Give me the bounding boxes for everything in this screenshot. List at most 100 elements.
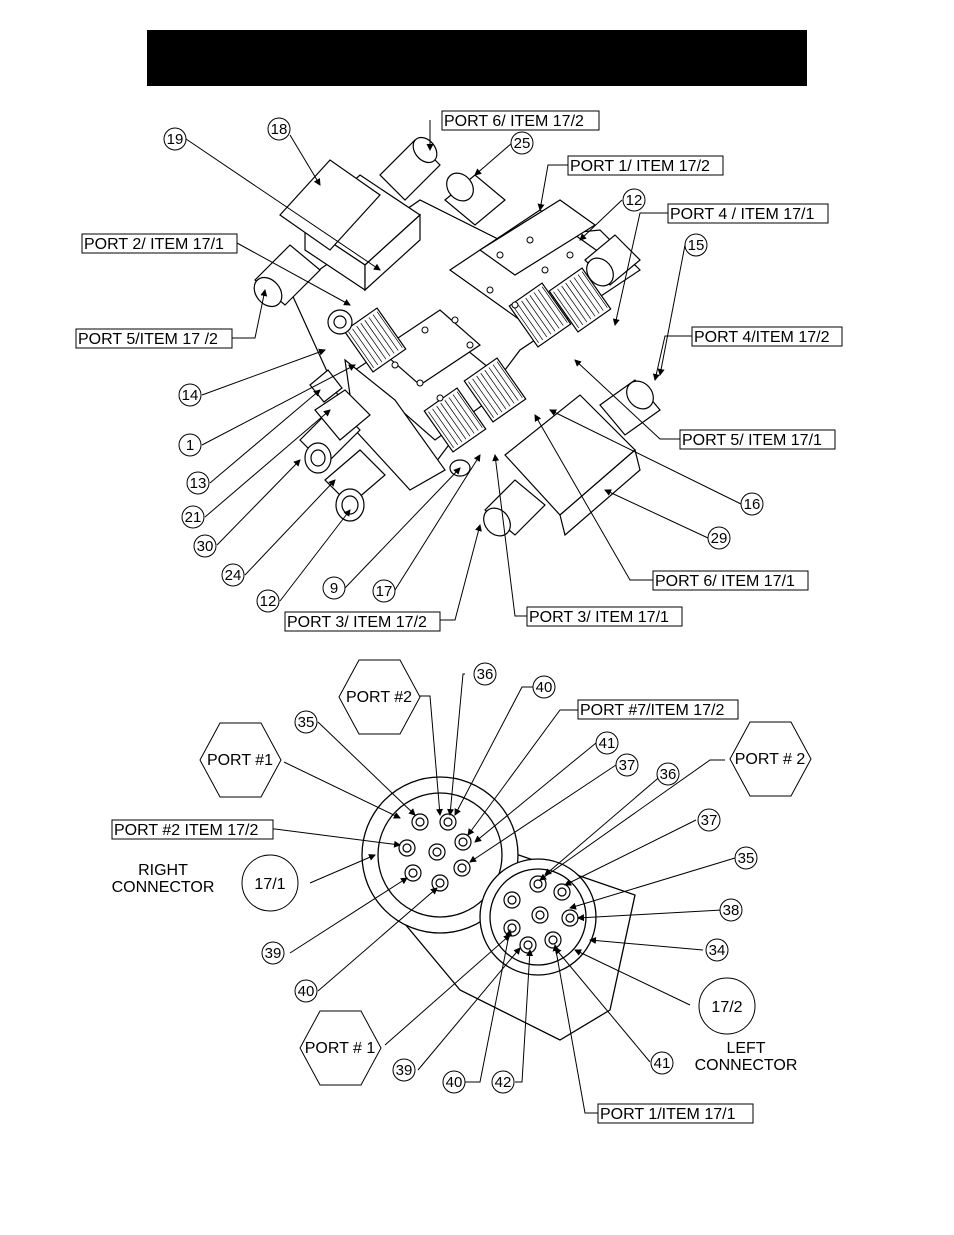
solenoid-coil-right <box>584 234 641 287</box>
balloon-38: 38 <box>719 898 743 922</box>
svg-text:12: 12 <box>626 192 643 209</box>
svg-text:24: 24 <box>225 567 242 584</box>
fitting-24 <box>324 449 386 522</box>
svg-text:PORT 6/ ITEM 17/2: PORT 6/ ITEM 17/2 <box>444 113 584 130</box>
label-port1-item171: PORT 1/ITEM 17/1 <box>597 1103 754 1124</box>
svg-text:17/1: 17/1 <box>254 876 285 893</box>
fitting-14 <box>327 309 353 335</box>
balloon-30: 30 <box>193 534 217 558</box>
svg-text:PORT # 2: PORT # 2 <box>735 751 806 768</box>
hex-port1-bottom: PORT # 1 <box>299 1010 382 1086</box>
label-port2-item171: PORT 2/ ITEM 17/1 <box>81 233 238 254</box>
balloon-40: 40 <box>532 675 556 699</box>
svg-text:35: 35 <box>298 714 315 731</box>
balloon-17: 17 <box>372 579 396 603</box>
balloon-39: 39 <box>261 941 285 965</box>
balloon-13: 13 <box>186 471 210 495</box>
label-port3-item172: PORT 3/ ITEM 17/2 <box>284 611 441 632</box>
balloon-42: 42 <box>491 1070 515 1094</box>
svg-text:PORT 5/ ITEM 17/1: PORT 5/ ITEM 17/1 <box>682 432 822 449</box>
balloon-41b: 41 <box>650 1051 674 1075</box>
solenoid-coil-15 <box>599 379 661 436</box>
svg-text:PORT 4 / ITEM 17/1: PORT 4 / ITEM 17/1 <box>670 206 814 223</box>
balloon-9: 9 <box>322 576 346 600</box>
svg-text:PORT #1: PORT #1 <box>207 752 273 769</box>
svg-text:PORT 3/ ITEM 17/1: PORT 3/ ITEM 17/1 <box>529 609 669 626</box>
svg-text:12: 12 <box>260 593 277 610</box>
svg-text:18: 18 <box>271 121 288 138</box>
label-port1-item172: PORT 1/ ITEM 17/2 <box>567 155 724 176</box>
svg-text:35: 35 <box>738 850 755 867</box>
svg-text:17: 17 <box>376 583 393 600</box>
svg-text:41: 41 <box>654 1055 671 1072</box>
svg-text:36: 36 <box>477 666 494 683</box>
svg-text:PORT #2 ITEM 17/2: PORT #2 ITEM 17/2 <box>114 822 258 839</box>
balloon-40b: 40 <box>294 979 318 1003</box>
svg-text:40: 40 <box>298 983 315 1000</box>
balloon-19: 19 <box>163 127 187 151</box>
svg-text:1: 1 <box>186 437 194 454</box>
adjuster-e <box>548 267 612 333</box>
svg-text:19: 19 <box>167 131 184 148</box>
connector-badges: 17/1 17/2 RIGHT CONNECTOR LEFT CONNECTOR <box>112 854 798 1074</box>
svg-text:17/2: 17/2 <box>711 999 742 1016</box>
label-port2-item-172: PORT #2 ITEM 17/2 <box>111 819 274 840</box>
svg-text:29: 29 <box>711 530 728 547</box>
svg-text:15: 15 <box>688 237 705 254</box>
balloon-35b: 35 <box>734 846 758 870</box>
valve-assembly <box>253 136 661 537</box>
svg-text:PORT #7/ITEM 17/2: PORT #7/ITEM 17/2 <box>580 702 724 719</box>
svg-text:PORT #2: PORT #2 <box>346 689 412 706</box>
svg-text:PORT 1/ ITEM 17/2: PORT 1/ ITEM 17/2 <box>570 158 710 175</box>
balloon-21: 21 <box>181 505 205 529</box>
balloon-41: 41 <box>595 731 619 755</box>
solenoid-coil-left <box>253 244 321 308</box>
bolt-heads <box>391 236 574 402</box>
label-port4-item172: PORT 4/ITEM 17/2 <box>691 326 843 347</box>
hex-port2-top: PORT #2 <box>338 659 421 735</box>
svg-text:38: 38 <box>723 902 740 919</box>
svg-text:PORT # 1: PORT # 1 <box>305 1040 376 1057</box>
svg-text:39: 39 <box>265 945 282 962</box>
svg-text:30: 30 <box>197 538 214 555</box>
svg-text:14: 14 <box>182 387 199 404</box>
balloon-35: 35 <box>294 710 318 734</box>
balloon-12: 12 <box>622 188 646 212</box>
hex-port1-left: PORT #1 <box>199 722 282 798</box>
balloon-29: 29 <box>707 526 731 550</box>
label-port4-item171: PORT 4 / ITEM 17/1 <box>667 203 829 224</box>
balloon-1: 1 <box>178 433 202 457</box>
label-port6-item171: PORT 6/ ITEM 17/1 <box>652 570 809 591</box>
svg-text:16: 16 <box>744 496 761 513</box>
svg-text:21: 21 <box>185 509 202 526</box>
adjuster-a <box>343 307 407 373</box>
balloon-34: 34 <box>705 938 729 962</box>
solenoid-coil-bottom <box>483 479 546 537</box>
left-connector-label-line2: CONNECTOR <box>695 1057 798 1074</box>
balloon-36: 36 <box>473 662 497 686</box>
adjuster-d <box>508 282 572 348</box>
balloon-18: 18 <box>267 117 291 141</box>
svg-text:37: 37 <box>701 812 718 829</box>
hexagon-badges: PORT #2 PORT #1 PORT # 2 PORT # 1 <box>199 659 812 1086</box>
balloon-25: 25 <box>510 131 534 155</box>
knurled-adjusters <box>343 267 612 453</box>
right-connector-label-line1: RIGHT <box>138 862 188 879</box>
valve-body-18 <box>279 159 381 251</box>
svg-text:34: 34 <box>709 942 726 959</box>
label-port5-item172: PORT 5/ITEM 17 /2 <box>75 328 233 349</box>
balloon-15: 15 <box>684 233 708 257</box>
svg-text:40: 40 <box>446 1074 463 1091</box>
hex-port2-right: PORT # 2 <box>729 721 812 797</box>
solenoid-coil-top <box>379 136 441 201</box>
svg-text:39: 39 <box>396 1062 413 1079</box>
balloon-37: 37 <box>615 753 639 777</box>
svg-text:9: 9 <box>330 580 338 597</box>
balloon-12b: 12 <box>256 589 280 613</box>
svg-text:41: 41 <box>599 735 616 752</box>
svg-text:37: 37 <box>619 757 636 774</box>
badge-17-1: 17/1 <box>241 854 299 912</box>
adjuster-c <box>463 357 527 423</box>
right-connector-label-line2: CONNECTOR <box>112 879 215 896</box>
svg-text:PORT 4/ITEM 17/2: PORT 4/ITEM 17/2 <box>694 329 830 346</box>
